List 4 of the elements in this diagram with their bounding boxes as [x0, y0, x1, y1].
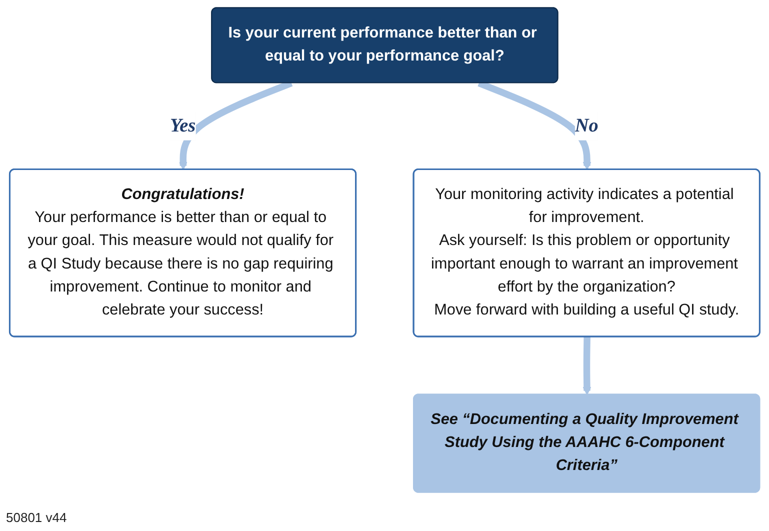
version-note: 50801 v44 [6, 510, 67, 525]
edge-label: Yes [170, 115, 196, 137]
arrow [582, 336, 591, 396]
edge-label: No [574, 115, 598, 137]
